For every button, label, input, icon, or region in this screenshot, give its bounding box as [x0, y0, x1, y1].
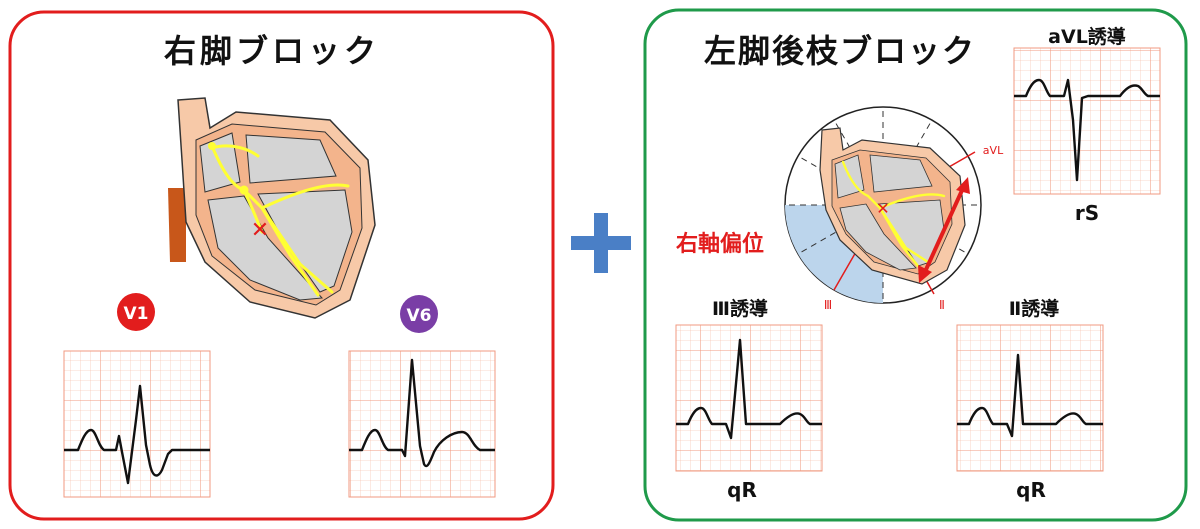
- avl-lead-title: aVL誘導: [1048, 25, 1126, 48]
- heart-illustration-rbbb: [168, 97, 376, 319]
- small-block-mark-icon: ✕: [876, 199, 889, 218]
- axis-arrow-shaft: [922, 185, 966, 275]
- lead-ii-pattern-label: qR: [1016, 478, 1046, 502]
- left-atrium: [245, 134, 337, 184]
- lead-iii-pattern-label: qR: [727, 478, 757, 502]
- block-mark-icon: ✕: [251, 218, 269, 243]
- lead-iii-title: Ⅲ誘導: [712, 297, 768, 320]
- v1-label: V1: [124, 304, 149, 324]
- v6-badge: [400, 295, 438, 333]
- avl-pattern-label: rS: [1075, 201, 1099, 225]
- av-node: [239, 185, 249, 195]
- axis-arrow-head-top: [956, 177, 970, 194]
- wheel-label-avl: aVL: [983, 144, 1004, 157]
- ecg-strip-ii: [956, 324, 1104, 472]
- ecg-trace-avl: [1014, 78, 1160, 182]
- rbbb-title: 右脚ブロック: [164, 32, 380, 70]
- aorta-shape: [168, 188, 186, 262]
- right-ventricle: [207, 195, 324, 301]
- axis-deviation-label: 右軸偏位: [676, 231, 764, 257]
- v1-badge: [117, 293, 155, 331]
- lead-ii-title: Ⅱ誘導: [1009, 297, 1060, 320]
- ecg-strip-v6: [348, 350, 496, 498]
- axis-arrow-head-bottom: [918, 265, 932, 283]
- ecg-strip-iii: [675, 324, 823, 472]
- lpfb-panel-border: [643, 8, 1188, 522]
- v6-label: V6: [407, 306, 432, 326]
- wheel-label-ii: Ⅱ: [939, 298, 945, 312]
- lpfb-title: 左脚後枝ブロック: [704, 32, 976, 70]
- ecg-strip-v1: [63, 350, 211, 498]
- sa-node: [208, 142, 216, 150]
- conduction-pathway: [210, 144, 350, 297]
- plus-icon: [571, 213, 631, 273]
- axis-wheel: ✕: [784, 106, 982, 304]
- wheel-label-iii: Ⅲ: [824, 298, 832, 312]
- ecg-strip-avl: [1013, 47, 1161, 195]
- rbbb-panel-border: [8, 10, 555, 521]
- ecg-trace-v6: [349, 358, 495, 468]
- ecg-trace-ii: [957, 353, 1103, 438]
- ecg-trace-v1: [64, 384, 210, 485]
- ecg-trace-iii: [676, 338, 822, 440]
